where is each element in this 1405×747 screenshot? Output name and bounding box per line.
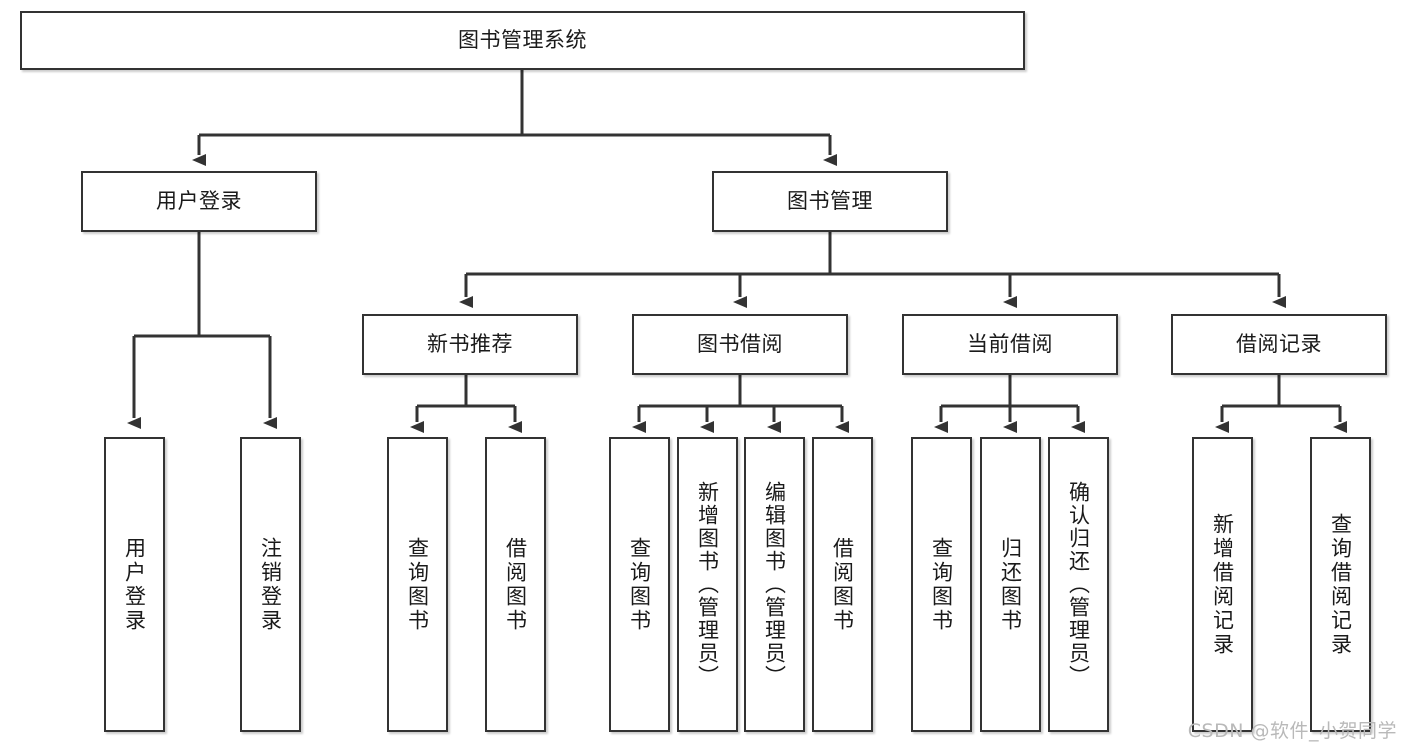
node-leaf-query-book-2[interactable]: 查询图书: [609, 437, 670, 732]
node-current-borrow-label: 当前借阅: [967, 331, 1053, 356]
node-leaf-add-book[interactable]: 新增图书（管理员）: [677, 437, 738, 732]
node-leaf-borrow-book-2-label: 借阅图书: [830, 536, 855, 633]
node-leaf-add-record[interactable]: 新增借阅记录: [1192, 437, 1253, 732]
node-leaf-borrow-book-1[interactable]: 借阅图书: [485, 437, 546, 732]
node-new-book-recommend-label: 新书推荐: [427, 331, 513, 356]
node-book-borrow-label: 图书借阅: [697, 331, 783, 356]
node-leaf-return-book-label: 归还图书: [998, 536, 1023, 633]
node-new-book-recommend[interactable]: 新书推荐: [362, 314, 578, 375]
node-leaf-user-login-label: 用户登录: [122, 536, 147, 633]
node-leaf-query-record[interactable]: 查询借阅记录: [1310, 437, 1371, 732]
node-book-manage-label: 图书管理: [787, 188, 873, 213]
node-leaf-add-book-label: 新增图书（管理员）: [695, 481, 720, 688]
watermark-text: CSDN @软件_小贺同学: [1187, 720, 1397, 742]
node-leaf-confirm-return-label: 确认归还（管理员）: [1066, 481, 1091, 688]
node-leaf-logout-login[interactable]: 注销登录: [240, 437, 301, 732]
node-borrow-record[interactable]: 借阅记录: [1171, 314, 1387, 375]
node-leaf-borrow-book-2[interactable]: 借阅图书: [812, 437, 873, 732]
node-leaf-confirm-return[interactable]: 确认归还（管理员）: [1048, 437, 1109, 732]
node-root-label: 图书管理系统: [458, 27, 587, 52]
node-leaf-return-book[interactable]: 归还图书: [980, 437, 1041, 732]
node-leaf-edit-book[interactable]: 编辑图书（管理员）: [744, 437, 805, 732]
node-leaf-query-book-3-label: 查询图书: [929, 536, 954, 633]
node-book-manage[interactable]: 图书管理: [712, 171, 948, 232]
node-leaf-user-login[interactable]: 用户登录: [104, 437, 165, 732]
node-leaf-query-book-1-label: 查询图书: [405, 536, 430, 633]
node-book-borrow[interactable]: 图书借阅: [632, 314, 848, 375]
node-leaf-query-book-3[interactable]: 查询图书: [911, 437, 972, 732]
node-leaf-add-record-label: 新增借阅记录: [1210, 512, 1235, 657]
node-user-login[interactable]: 用户登录: [81, 171, 317, 232]
node-leaf-query-book-1[interactable]: 查询图书: [387, 437, 448, 732]
node-leaf-query-record-label: 查询借阅记录: [1328, 512, 1353, 657]
node-leaf-borrow-book-1-label: 借阅图书: [503, 536, 528, 633]
node-leaf-query-book-2-label: 查询图书: [627, 536, 652, 633]
node-current-borrow[interactable]: 当前借阅: [902, 314, 1118, 375]
node-leaf-logout-login-label: 注销登录: [258, 536, 283, 633]
node-user-login-label: 用户登录: [156, 188, 242, 213]
node-borrow-record-label: 借阅记录: [1236, 331, 1322, 356]
node-root[interactable]: 图书管理系统: [20, 11, 1025, 70]
node-leaf-edit-book-label: 编辑图书（管理员）: [762, 481, 787, 688]
